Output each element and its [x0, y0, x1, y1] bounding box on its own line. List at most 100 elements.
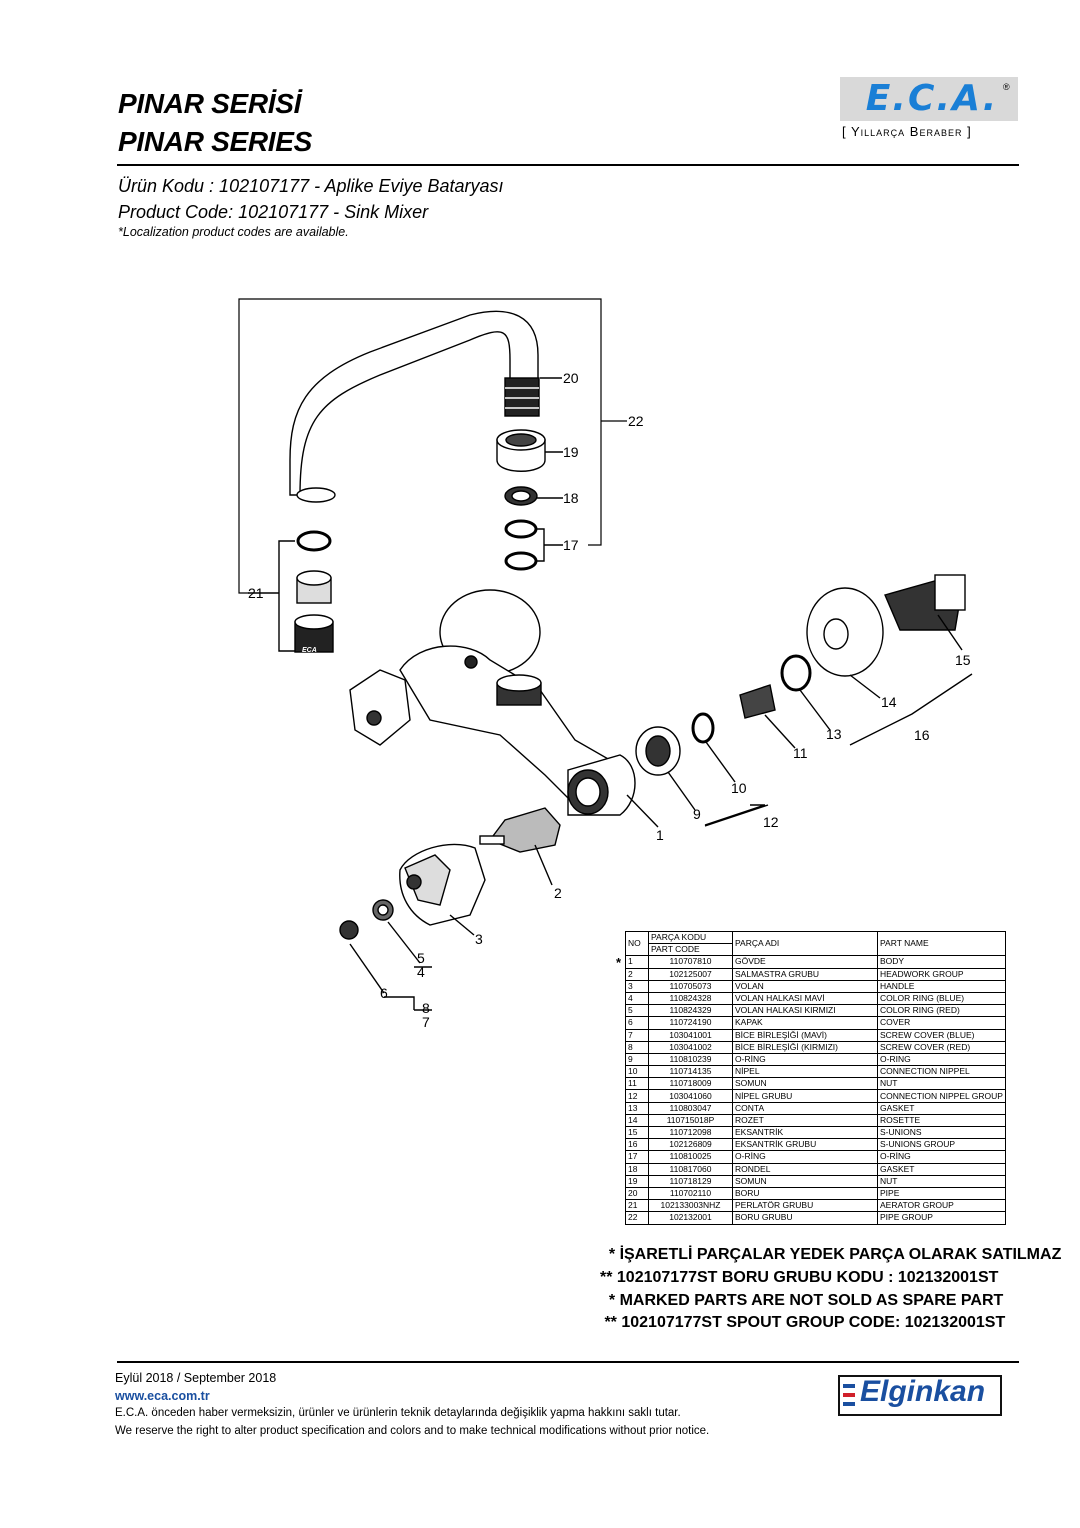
note-line-1: * İŞARETLİ PARÇALAR YEDEK PARÇA OLARAK S…	[600, 1246, 1062, 1263]
cell-no: 21	[625, 1199, 649, 1213]
callout-9: 9	[693, 806, 701, 822]
eca-logo: E.C.A.	[865, 78, 999, 119]
color-rings-and-cover	[339, 899, 432, 1011]
cell-tr: BİCE BİRLEŞİĞİ (MAVİ)	[732, 1028, 878, 1042]
handle-3	[399, 843, 486, 936]
gasket-18	[504, 486, 563, 506]
cell-tr: VOLAN HALKASI MAVİ	[732, 991, 878, 1006]
cell-en: AERATOR GROUP	[877, 1199, 1006, 1213]
callout-19: 19	[563, 444, 579, 460]
cell-tr: GÖVDE	[732, 955, 878, 969]
callout-4: 4	[417, 964, 425, 980]
header-part-name-en: PART NAME	[877, 930, 1006, 957]
cell-code: 103041001	[648, 1028, 733, 1042]
elginkan-logo: Elginkan	[860, 1375, 986, 1408]
cell-code: 110702110	[648, 1186, 733, 1201]
footer-disclaimer-en: We reserve the right to alter product sp…	[115, 1425, 710, 1437]
callout-20: 20	[563, 370, 579, 386]
header-divider	[117, 164, 1019, 166]
cell-no: 14	[625, 1113, 649, 1128]
s-union-group-16	[799, 574, 973, 746]
cell-no: 19	[625, 1174, 649, 1188]
cell-tr: RONDEL	[732, 1162, 878, 1176]
cell-tr: NİPEL GRUBU	[732, 1089, 878, 1103]
cell-no: 7	[625, 1028, 649, 1042]
registered-mark: ®	[1003, 82, 1010, 92]
cell-tr: BORU	[732, 1186, 878, 1201]
callout-3: 3	[475, 931, 483, 947]
not-sold-marker: *	[616, 955, 622, 970]
cell-en: CONNECTION NIPPEL	[877, 1065, 1006, 1079]
cell-no: 8	[625, 1040, 649, 1054]
cell-code: 110724190	[648, 1016, 733, 1030]
cell-no: 11	[625, 1077, 649, 1091]
nut-19	[496, 429, 563, 472]
footer-url-link[interactable]: www.eca.com.tr	[115, 1389, 210, 1403]
nippel-group-12	[635, 654, 812, 827]
elginkan-logo-frame	[838, 1375, 1002, 1416]
cell-no: 2	[625, 967, 649, 981]
cell-en: COLOR RING (BLUE)	[877, 991, 1006, 1006]
cell-no: 12	[625, 1089, 649, 1103]
cell-tr: EKSANTRİK GRUBU	[732, 1138, 878, 1152]
cell-tr: O-RİNG	[732, 1052, 878, 1067]
cell-no: 3	[625, 979, 649, 993]
series-title-en: PINAR SERIES	[118, 126, 312, 157]
cell-tr: SALMASTRA GRUBU	[732, 967, 878, 981]
cell-en: COVER	[877, 1016, 1006, 1030]
cell-en: COLOR RING (RED)	[877, 1004, 1006, 1018]
cell-code: 102125007	[648, 967, 733, 981]
cell-en: GASKET	[877, 1162, 1006, 1176]
cell-tr: O-RİNG	[732, 1150, 878, 1164]
callout-7: 7	[422, 1014, 430, 1030]
cell-code: 110705073	[648, 979, 733, 993]
cell-en: O-RİNG	[877, 1150, 1006, 1164]
cell-tr: VOLAN HALKASI KIRMIZI	[732, 1004, 878, 1018]
o-rings-17	[504, 519, 563, 571]
cell-en: NUT	[877, 1077, 1006, 1091]
cell-no: 22	[625, 1211, 649, 1225]
callout-10: 10	[731, 780, 747, 796]
cell-no: 20	[625, 1186, 649, 1201]
table-header-row: NO PARÇA KODU PARÇA ADI PART NAME	[625, 930, 1006, 957]
callout-15: 15	[955, 652, 971, 668]
cell-no: 9	[625, 1052, 649, 1067]
footer-date: Eylül 2018 / September 2018	[115, 1371, 277, 1385]
cell-en: NUT	[877, 1174, 1006, 1188]
cell-tr: EKSANTRİK	[732, 1125, 878, 1140]
header-part-code-en: PART CODE	[648, 943, 733, 957]
footer-divider	[117, 1361, 1019, 1363]
callout-2: 2	[554, 885, 562, 901]
series-title-tr: PINAR SERİSİ	[118, 88, 302, 119]
header-no: NO	[625, 930, 649, 957]
cell-tr: BORU GRUBU	[732, 1211, 878, 1225]
elginkan-logo-mark	[843, 1384, 855, 1406]
cell-tr: VOLAN	[732, 979, 878, 993]
callout-5: 5	[417, 950, 425, 966]
cell-en: PIPE	[877, 1186, 1006, 1201]
callout-12: 12	[763, 814, 779, 830]
callout-14: 14	[881, 694, 897, 710]
cell-code: 110707810	[648, 955, 733, 969]
cell-no: 18	[625, 1162, 649, 1176]
product-code-en: Product Code: 102107177 - Sink Mixer	[118, 202, 429, 222]
cell-no: 5	[625, 1004, 649, 1018]
cell-code: 103041060	[648, 1089, 733, 1103]
cell-tr: SOMUN	[732, 1174, 878, 1188]
headwork-group-2	[479, 807, 561, 886]
cell-no: 15	[625, 1125, 649, 1140]
cell-no: 17	[625, 1150, 649, 1164]
cell-code: 102132001	[648, 1211, 733, 1225]
cell-tr: NİPEL	[732, 1065, 878, 1079]
cell-en: SCREW COVER (RED)	[877, 1040, 1006, 1054]
eca-logo-background	[840, 77, 1018, 121]
cell-code: 103041002	[648, 1040, 733, 1054]
cell-tr: KAPAK	[732, 1016, 878, 1030]
